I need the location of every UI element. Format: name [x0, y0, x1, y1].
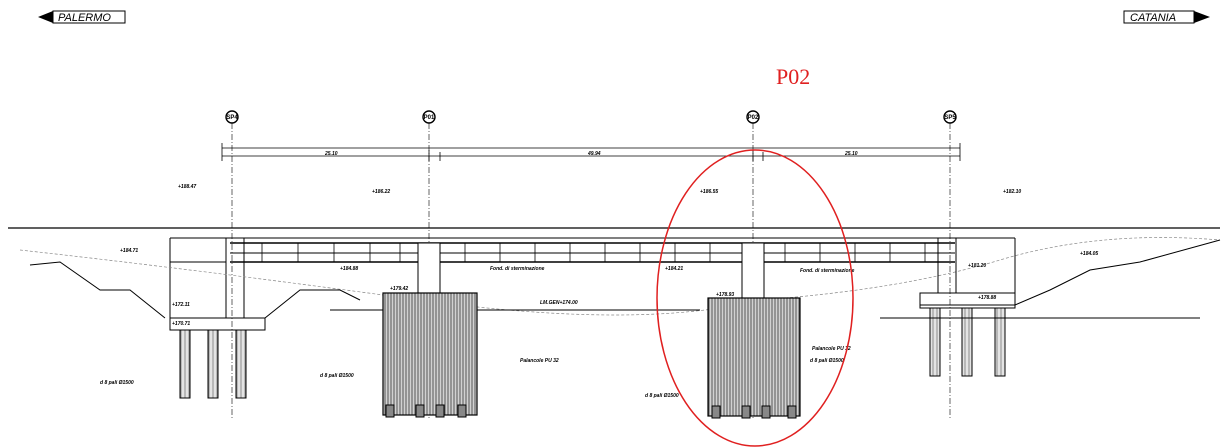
- annotations: d 8 pali Ø1500 d 8 pali Ø1500 d 8 pali Ø…: [100, 266, 855, 399]
- elevation-labels: +188.47 +186.22 +186.55 +182.10 +184.71 …: [120, 184, 1098, 327]
- axis-marker-sp4: SP4: [225, 110, 239, 420]
- svg-text:d 8 pali Ø1500: d 8 pali Ø1500: [810, 358, 844, 364]
- direction-catania: CATANIA: [1123, 10, 1210, 24]
- pier-p01: [330, 242, 700, 418]
- svg-text:+181.20: +181.20: [968, 263, 986, 269]
- svg-text:Palancole PU 32: Palancole PU 32: [520, 358, 559, 364]
- svg-text:+186.55: +186.55: [700, 189, 718, 195]
- svg-text:P02: P02: [748, 115, 759, 121]
- svg-text:+170.71: +170.71: [172, 321, 190, 327]
- svg-text:+178.93: +178.93: [716, 292, 734, 298]
- dim-span-mid: 49.94: [587, 151, 601, 157]
- svg-text:+184.71: +184.71: [120, 248, 138, 254]
- svg-text:+182.10: +182.10: [1003, 189, 1021, 195]
- svg-text:SP5: SP5: [944, 115, 956, 121]
- axis-markers: SP4 P01 P02 SP5: [225, 110, 957, 420]
- svg-text:+188.47: +188.47: [178, 184, 196, 190]
- svg-text:+186.22: +186.22: [372, 189, 390, 195]
- svg-text:+172.11: +172.11: [172, 302, 190, 308]
- svg-text:d 8 pali Ø1500: d 8 pali Ø1500: [100, 380, 134, 386]
- svg-text:Fond. di sterminazione: Fond. di sterminazione: [490, 266, 545, 272]
- highlight-label: P02: [776, 64, 810, 89]
- svg-text:d 8 pali Ø1500: d 8 pali Ø1500: [320, 373, 354, 379]
- svg-text:+184.21: +184.21: [665, 266, 683, 272]
- direction-catania-label: CATANIA: [1130, 12, 1176, 24]
- dim-span-left: 25.10: [324, 151, 338, 157]
- abutment-sp5: [880, 237, 1221, 377]
- svg-text:Palancole PU 32: Palancole PU 32: [812, 346, 851, 352]
- svg-text:+184.88: +184.88: [340, 266, 358, 272]
- svg-text:SP4: SP4: [226, 115, 238, 121]
- abutment-sp4: [29, 237, 361, 399]
- svg-text:P01: P01: [424, 115, 435, 121]
- svg-text:+178.88: +178.88: [978, 295, 996, 301]
- direction-palermo-label: PALERMO: [58, 12, 111, 24]
- svg-text:+179.42: +179.42: [390, 286, 408, 292]
- pier-p02: [707, 242, 801, 419]
- dimension-lines: [221, 143, 961, 161]
- svg-text:d 8 pali Ø1500: d 8 pali Ø1500: [645, 393, 679, 399]
- deck-girder: [170, 237, 1015, 263]
- axis-marker-sp5: SP5: [943, 110, 957, 420]
- svg-text:LM.GEN+174.00: LM.GEN+174.00: [540, 300, 578, 306]
- highlight-ellipse: [656, 149, 854, 447]
- svg-text:+184.05: +184.05: [1080, 251, 1098, 257]
- svg-text:Fond. di sterminazione: Fond. di sterminazione: [800, 268, 855, 274]
- dim-span-right: 25.10: [844, 151, 858, 157]
- direction-palermo: PALERMO: [38, 10, 126, 24]
- ground-line: [19, 237, 1221, 316]
